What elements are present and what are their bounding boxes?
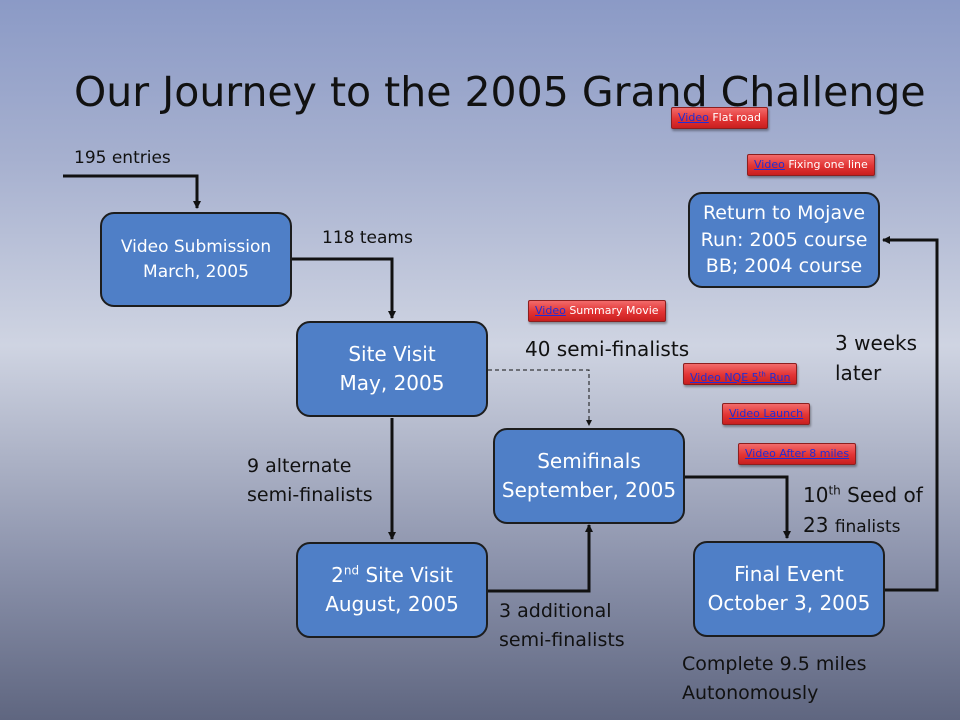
semifinals-date: September, 2005: [501, 478, 677, 502]
page-title: Our Journey to the 2005 Grand Challenge: [74, 68, 926, 116]
second-site-visit-title: 2nd Site Visit: [331, 563, 453, 587]
video-nqe-run-button[interactable]: Video NQE 5th Run: [683, 363, 798, 385]
video-launch-button[interactable]: Video Launch: [722, 403, 811, 425]
alternate-label: 9 alternate semi-finalists: [247, 455, 373, 506]
semifinals-box: Semifinals September, 2005: [493, 428, 685, 524]
teams-label: 118 teams: [322, 228, 413, 248]
video-fixing-line-link[interactable]: Video: [754, 158, 785, 171]
video-nqe-run-link[interactable]: Video NQE 5th Run: [690, 370, 791, 384]
return-mojave-line3: BB; 2004 course: [705, 255, 863, 278]
complete-label: Complete 9.5 miles Autonomously: [682, 653, 867, 704]
return-mojave-line1: Return to Mojave: [702, 202, 866, 225]
final-event-date: October 3, 2005: [707, 591, 871, 615]
video-launch-link[interactable]: Video Launch: [729, 407, 804, 420]
return-mojave-box: Return to Mojave Run: 2005 course BB; 20…: [688, 192, 880, 288]
video-flat-road-button[interactable]: Video Flat road: [671, 107, 768, 129]
video-after-8-miles-link[interactable]: Video After 8 miles: [745, 447, 850, 460]
video-fixing-line-button[interactable]: Video Fixing one line: [747, 154, 875, 176]
seed-label: 10th Seed of 23 finalists: [803, 483, 923, 537]
semifinals-title: Semifinals: [537, 449, 641, 473]
final-event-box: Final Event October 3, 2005: [693, 541, 885, 637]
site-visit-title: Site Visit: [348, 342, 436, 366]
video-flat-road-link[interactable]: Video: [678, 111, 709, 124]
site-visit-box: Site Visit May, 2005: [296, 321, 488, 417]
connector-additional: [488, 524, 593, 593]
second-site-visit-box: 2nd Site Visit August, 2005: [296, 542, 488, 638]
connector-final: [685, 475, 791, 539]
additional-label: 3 additional semi-finalists: [499, 600, 625, 651]
second-site-visit-date: August, 2005: [325, 592, 459, 616]
video-submission-date: March, 2005: [143, 261, 249, 282]
site-visit-date: May, 2005: [339, 371, 445, 395]
video-summary-movie-button[interactable]: Video Summary Movie: [528, 300, 666, 322]
video-after-8-miles-button[interactable]: Video After 8 miles: [738, 443, 857, 465]
semi-finalists-label: 40 semi-finalists: [525, 337, 690, 361]
final-event-title: Final Event: [734, 562, 844, 586]
video-summary-movie-link[interactable]: Video: [535, 304, 566, 317]
weeks-label: 3 weeks later: [835, 331, 918, 385]
entries-label: 195 entries: [74, 148, 171, 168]
return-mojave-line2: Run: 2005 course: [700, 228, 868, 251]
connector-entries: [63, 174, 201, 209]
video-submission-box: Video Submission March, 2005: [100, 212, 292, 307]
video-submission-title: Video Submission: [120, 236, 272, 257]
connector-semi-dashed: [488, 369, 592, 426]
connector-teams: [292, 257, 396, 319]
